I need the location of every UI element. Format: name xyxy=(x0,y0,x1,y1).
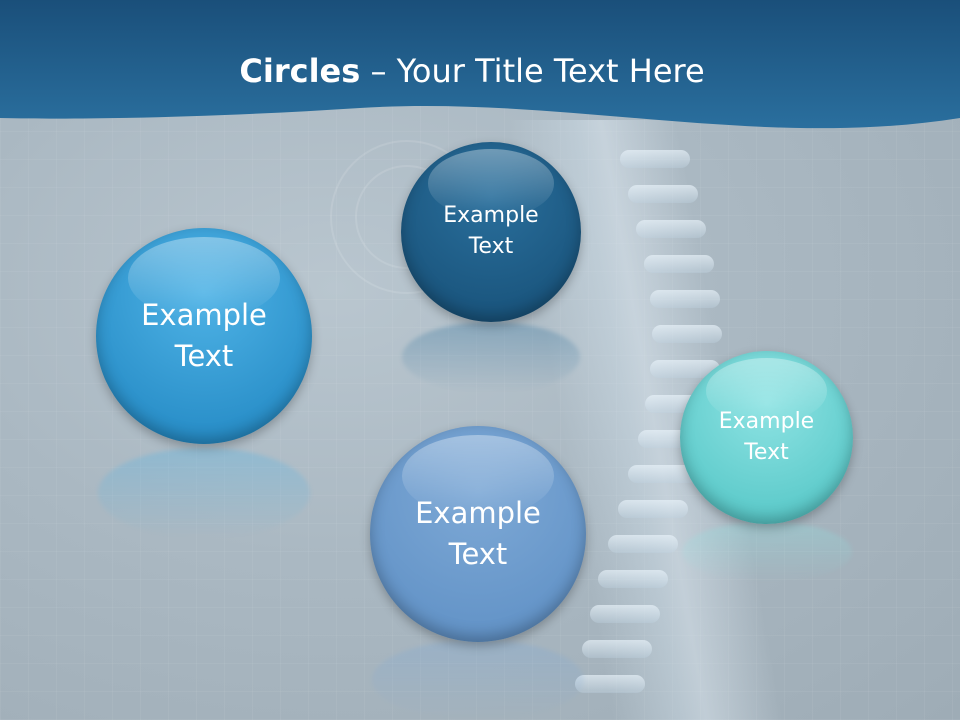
circle-left[interactable]: Example Text xyxy=(96,228,312,444)
circle-reflection xyxy=(682,522,852,582)
circle-reflection xyxy=(98,448,310,538)
circle-bottom[interactable]: Example Text xyxy=(370,426,586,642)
slide-title: Circles – Your Title Text Here xyxy=(0,52,944,90)
circle-top[interactable]: Example Text xyxy=(401,142,581,322)
circle-reflection xyxy=(372,640,584,720)
circle-left-label: Example Text xyxy=(141,298,267,373)
circle-top-label: Example Text xyxy=(443,203,539,259)
circle-reflection xyxy=(402,322,580,392)
header-banner xyxy=(0,0,960,160)
title-bold-text: Circles xyxy=(239,52,361,90)
circle-right[interactable]: Example Text xyxy=(680,351,853,524)
circle-bottom-label: Example Text xyxy=(415,496,541,571)
circle-right-label: Example Text xyxy=(718,408,815,465)
title-rest-text: – Your Title Text Here xyxy=(360,52,705,90)
